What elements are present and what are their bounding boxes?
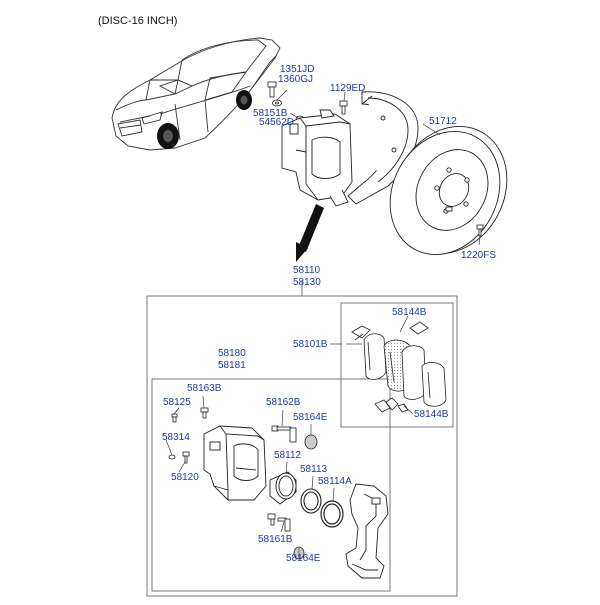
part-label-58125[interactable]: 58125 — [163, 397, 191, 408]
part-label-58151B[interactable]: 58151B — [253, 108, 288, 119]
part-label-58130[interactable]: 58130 — [293, 277, 321, 288]
part-label-58180[interactable]: 58180 — [218, 348, 246, 359]
part-label-1129ED[interactable]: 1129ED — [330, 83, 366, 94]
part-label-58114A[interactable]: 58114A — [318, 476, 352, 487]
brake-pad-kit — [351, 321, 447, 413]
part-label-1351JD[interactable]: 1351JD — [280, 64, 315, 75]
box-caliper — [151, 378, 391, 592]
caliper-bracket — [345, 483, 389, 579]
part-label-58113[interactable]: 58113 — [300, 464, 328, 475]
washer-1360GJ — [272, 99, 282, 107]
bolt-1129ED — [339, 100, 348, 115]
caliper-assembly-top — [281, 109, 353, 207]
part-label-54562D[interactable]: 54562D — [259, 117, 295, 128]
piston-58112 — [269, 471, 297, 505]
part-label-58110[interactable]: 58110 — [293, 265, 321, 276]
part-label-58120[interactable]: 58120 — [171, 472, 199, 483]
leader-lines-pads — [330, 315, 414, 415]
part-label-58144B-top[interactable]: 58144B — [392, 307, 427, 318]
leader-lines-top — [276, 89, 481, 246]
diagram-title: (DISC-16 INCH) — [98, 15, 178, 27]
seal-58113 — [300, 488, 322, 514]
caliper-body — [203, 425, 267, 501]
leader-lines-bottom — [165, 395, 335, 559]
car-wheels — [157, 90, 252, 149]
part-label-1360GJ[interactable]: 1360GJ — [278, 74, 314, 85]
part-label-58164E-bottom[interactable]: 58164E — [286, 553, 321, 564]
assembly-arrow — [296, 204, 324, 262]
part-label-58163B[interactable]: 58163B — [187, 383, 222, 394]
bolt-1351JD — [267, 81, 277, 98]
part-label-58164E-top[interactable]: 58164E — [293, 412, 328, 423]
part-label-58181[interactable]: 58181 — [218, 360, 246, 371]
car-illustration — [111, 37, 281, 151]
part-label-58161B[interactable]: 58161B — [258, 534, 293, 545]
part-label-58101B[interactable]: 58101B — [293, 339, 328, 350]
brake-disc — [389, 125, 508, 256]
part-label-58144B-bottom[interactable]: 58144B — [414, 409, 449, 420]
part-label-58112[interactable]: 58112 — [274, 450, 302, 461]
part-label-1220FS[interactable]: 1220FS — [461, 250, 497, 261]
part-label-58162B[interactable]: 58162B — [266, 397, 301, 408]
dust-shield — [347, 91, 419, 205]
boot-58114A — [320, 500, 344, 528]
box-outlines — [146, 280, 458, 597]
part-label-51712[interactable]: 51712 — [429, 116, 457, 127]
part-label-58314[interactable]: 58314 — [162, 432, 190, 443]
box-pads — [340, 302, 454, 428]
caliper-small-parts — [168, 407, 318, 464]
